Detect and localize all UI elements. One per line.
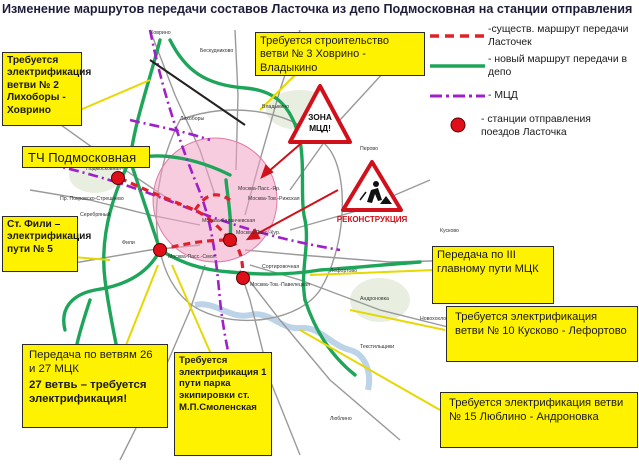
legend-existing-label: -существ. маршрут передачи Ласточек <box>488 24 629 48</box>
callout-fili-track5: Ст. Фили – электрификация пути № 5 <box>2 216 91 272</box>
callout-branch15-lyublino-andronovka: Требуется электрификация ветви № 15 Любл… <box>440 392 638 448</box>
mcd-lines <box>29 29 341 451</box>
zone-sign-line1: ЗОНА <box>308 112 332 122</box>
legend-station-marker <box>450 117 466 133</box>
park-area <box>350 278 410 322</box>
map-station-label: Лихоборы <box>180 116 204 122</box>
map-station-label: Лефортово <box>330 268 357 274</box>
map-station-label: Текстильщики <box>360 344 394 350</box>
map-station-label: Люблино <box>330 416 352 422</box>
map-station-label: Перово <box>360 146 378 152</box>
callout-smolenskaya-servicing-track: Требуется электрификация 1 пути парка эк… <box>174 352 272 456</box>
map-station-label: Кусково <box>440 228 459 234</box>
callout-branch27-electrification: 27 ветвь – требуется электрификация! <box>29 378 147 405</box>
map-station-label: Андроновка <box>360 296 389 302</box>
map-station-label: Новохохловская <box>420 316 460 322</box>
reconstruction-label: РЕКОНСТРУКЦИЯ <box>337 215 408 224</box>
roadwork-warning-sign <box>341 160 403 212</box>
map-station-label: Серебряный <box>80 211 111 218</box>
page-title: Изменение маршрутов передачи составов Ла… <box>2 2 633 16</box>
zone-sign-line2: МЦД! <box>309 123 331 133</box>
station-marker-smolenskaya <box>153 243 167 257</box>
callout-mck-main-track-3: Передача по III главному пути МЦК <box>432 246 554 304</box>
map-station-label: Подмосковная <box>86 166 121 172</box>
callout-branch3-hovrino-vladykino: Требуется строительство ветви № 3 Ховрин… <box>255 32 425 76</box>
callout-branch10-kuskovo-lefortovo: Требуется электрификация ветви № 10 Куск… <box>446 306 638 362</box>
legend-mcd-label: - МЦД <box>488 90 518 101</box>
station-marker-kursk <box>223 233 237 247</box>
map-station-label: Москва-Каланчевская <box>202 218 255 224</box>
map-station-label: Сортировочная <box>262 264 299 270</box>
dark-rail-line <box>149 59 246 126</box>
zone-mcd-warning-sign <box>288 84 352 144</box>
map-station-label: Фили <box>122 240 135 246</box>
callout-mck-branches-26-27: Передача по ветвям 26 и 27 МЦК 27 ветвь … <box>22 344 168 428</box>
existing-route-lines <box>119 176 245 279</box>
callout-depot-podmoskovnaya: ТЧ Подмосковная <box>22 146 150 168</box>
callout-mck-branches-text: Передача по ветвям 26 и 27 МЦК <box>29 349 153 375</box>
callout-branch2-lihobory-hovrino: Требуется электрификация ветви № 2 Лихоб… <box>2 52 91 126</box>
map-station-label: Москва-Пасс.-Кур. <box>236 230 280 236</box>
map-station-label: Москва-Тов.-Рижская <box>248 196 300 202</box>
legend-new-label: - новый маршрут передачи в депо <box>488 54 628 78</box>
map-station-label: Ховрино <box>150 30 171 36</box>
map-station-label: Москва-Тов.-Павелецкая <box>250 282 310 288</box>
river <box>194 301 372 391</box>
map-station-label: Москва-Пасс.-Смол. <box>168 254 217 260</box>
map-station-label: Москва-Пасс.-Яр. <box>238 186 280 192</box>
legend-swatches <box>430 34 485 98</box>
sign-arrows <box>245 139 339 241</box>
map-station-label: Бескудниково <box>200 48 233 54</box>
station-marker-podmoskovnaya <box>111 171 125 185</box>
map-station-label: Владыкино <box>262 104 289 110</box>
departure-station-markers <box>111 117 466 285</box>
station-marker-paveletskaya <box>236 271 250 285</box>
legend-stations-label: - станции отправления поездов Ласточка <box>481 114 591 138</box>
map-station-label: Пр. Покровско-Стрешнево <box>60 196 124 202</box>
